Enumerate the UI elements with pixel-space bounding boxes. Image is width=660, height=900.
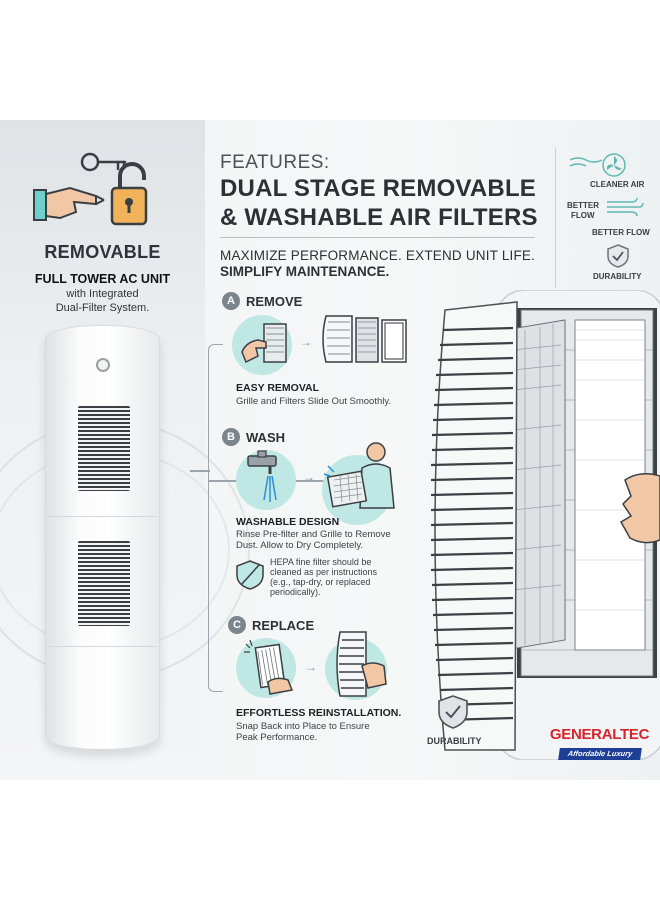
removable-label: REMOVABLE bbox=[44, 242, 161, 262]
page-title: DUAL STAGE REMOVABLE bbox=[220, 175, 537, 202]
step-description: Rinse Pre-filter and Grille to Remove bbox=[236, 529, 391, 540]
page-title: & WASHABLE AIR FILTERS bbox=[220, 204, 538, 231]
step-title: WASH bbox=[246, 430, 285, 445]
brand-name: GENERALTEC bbox=[549, 726, 650, 743]
brand-slogan: Affordable Luxury bbox=[558, 748, 642, 760]
unlock-icon bbox=[33, 152, 148, 226]
connector-line bbox=[190, 470, 210, 472]
shield-icon bbox=[607, 244, 629, 268]
grille-snap-icon bbox=[336, 631, 387, 697]
benefit-durability: DURABILITY bbox=[593, 272, 642, 281]
benefit-durability: DURABILITY bbox=[427, 736, 482, 746]
fan-icon bbox=[569, 153, 626, 177]
person-washing-icon bbox=[323, 442, 395, 509]
step-bracket bbox=[208, 344, 223, 692]
infographic-canvas: REMOVABLE FULL TOWER AC UNIT with Integr… bbox=[0, 120, 660, 780]
step-description: Snap Back into Place to Ensure bbox=[236, 721, 370, 732]
step-badge: C bbox=[228, 616, 246, 634]
step-badge: A bbox=[222, 292, 240, 310]
panel-seam bbox=[48, 516, 157, 517]
step-title: REPLACE bbox=[252, 618, 315, 633]
step-heading: EASY REMOVAL bbox=[236, 382, 320, 394]
upper-grille bbox=[78, 406, 130, 491]
shield-icon bbox=[438, 695, 468, 729]
hepa-note: HEPA fine filter should be bbox=[270, 557, 372, 567]
panel-seam bbox=[48, 646, 157, 647]
arrow-right-icon: → bbox=[305, 660, 317, 674]
divider bbox=[220, 237, 535, 238]
tower-subtitle: Dual-Filter System. bbox=[55, 302, 150, 314]
shield-icon bbox=[236, 560, 264, 590]
hepa-note: (e.g., tap-dry, or replaced bbox=[270, 577, 371, 587]
brand-logo: GENERALTEC Affordable Luxury bbox=[547, 726, 652, 766]
step-badge: B bbox=[222, 428, 240, 446]
tower-subtitle: with Integrated bbox=[66, 288, 139, 300]
benefit-better-flow-label: BETTER bbox=[567, 201, 599, 210]
benefit-better-flow-label: FLOW bbox=[571, 211, 595, 220]
arrow-right-icon: → bbox=[303, 470, 315, 484]
step-heading: WASHABLE DESIGN bbox=[236, 516, 340, 528]
hand-icon bbox=[241, 323, 287, 364]
hepa-note: cleaned as per instructions bbox=[270, 567, 378, 577]
benefit-cleaner-air: CLEANER AIR bbox=[590, 180, 645, 189]
filter-panels-icon bbox=[322, 315, 407, 363]
tagline: MAXIMIZE PERFORMANCE. EXTEND UNIT LIFE. bbox=[220, 248, 536, 263]
hepa-note: periodically). bbox=[270, 587, 321, 597]
step-title: REMOVE bbox=[246, 294, 303, 309]
step-heading: EFFORTLESS REINSTALLATION. bbox=[236, 707, 402, 719]
benefit-better-flow: BETTER FLOW bbox=[592, 228, 650, 237]
step-description: Peak Performance. bbox=[236, 732, 318, 743]
step-description: Dust. Allow to Dry Completely. bbox=[236, 540, 364, 551]
airflow-icon bbox=[607, 197, 644, 217]
filter-insert-icon bbox=[244, 639, 294, 695]
step-description: Grille and Filters Slide Out Smoothly. bbox=[236, 396, 392, 407]
arrow-right-icon: → bbox=[300, 335, 312, 349]
tower-title: FULL TOWER AC UNIT bbox=[34, 272, 171, 286]
features-label: FEATURES: bbox=[220, 152, 330, 173]
unit-filter-illustration bbox=[430, 290, 660, 760]
faucet-icon bbox=[247, 450, 277, 502]
control-knob bbox=[96, 358, 110, 372]
tower-ac-unit bbox=[45, 325, 160, 750]
divider bbox=[555, 148, 556, 288]
tagline: SIMPLIFY MAINTENANCE. bbox=[220, 264, 390, 279]
lower-grille bbox=[78, 541, 130, 626]
